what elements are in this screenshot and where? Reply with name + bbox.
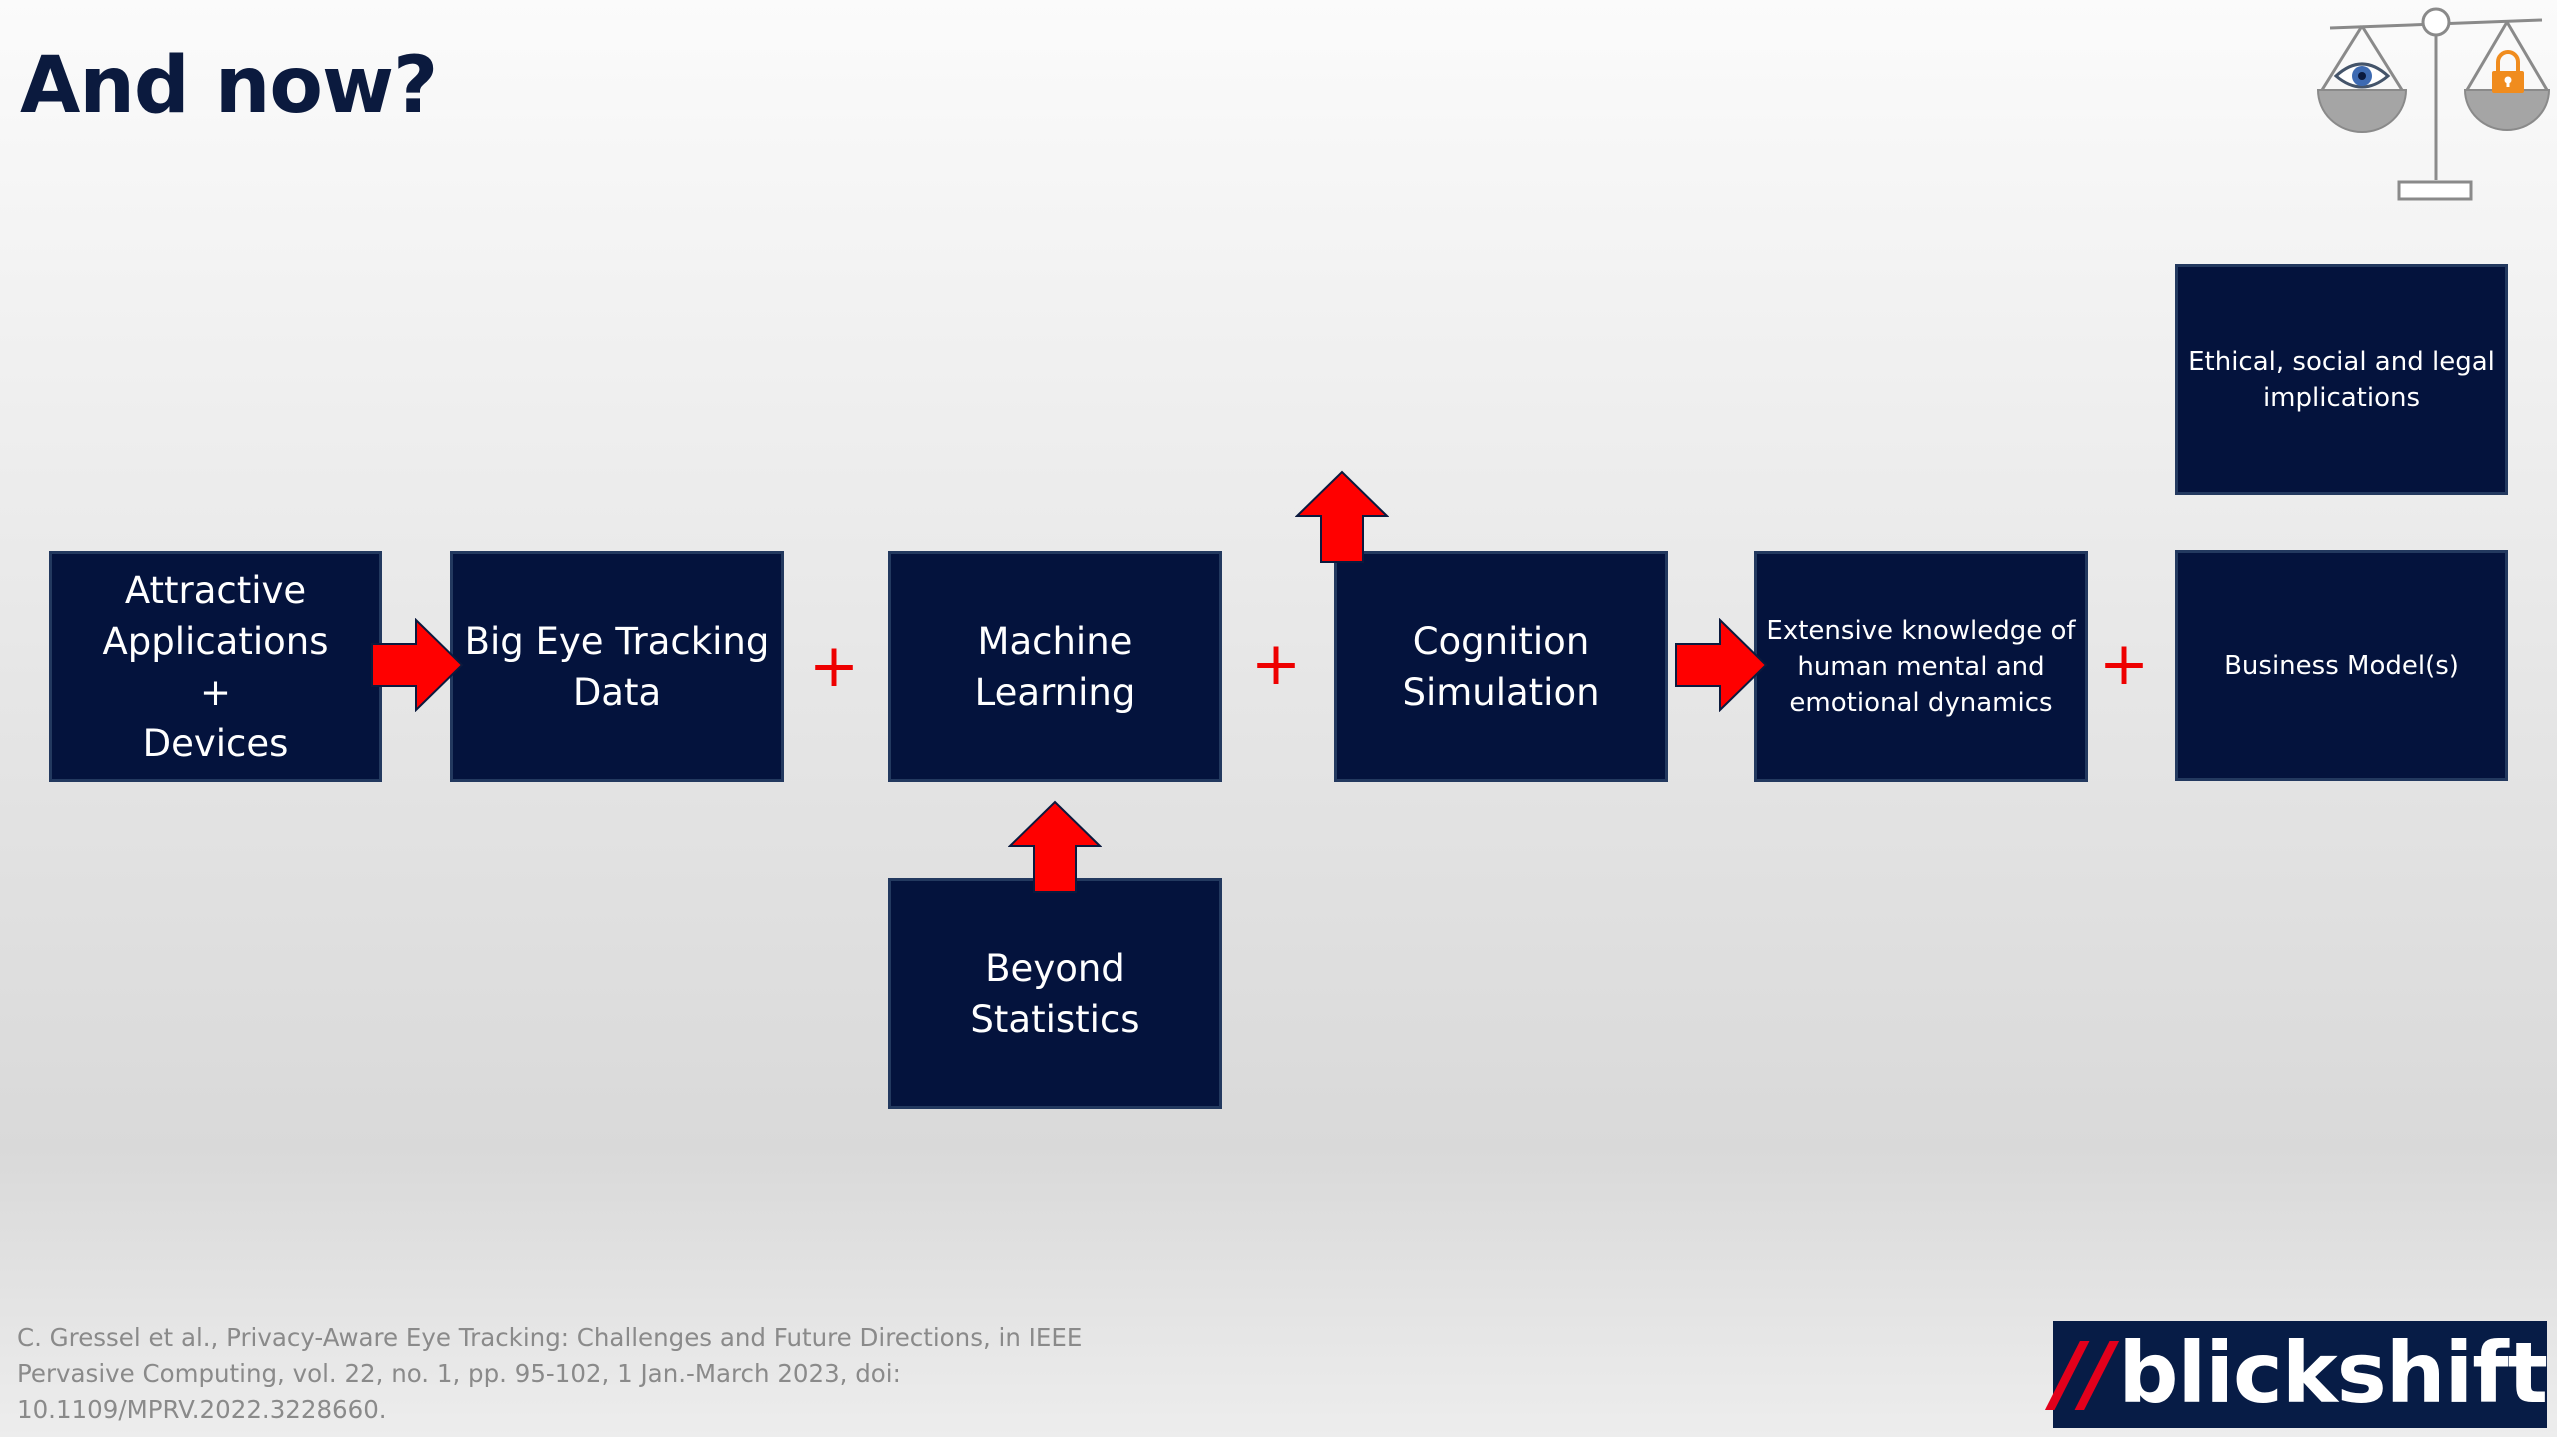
plus-operator: + xyxy=(808,631,860,701)
plus-operator: + xyxy=(1250,629,1302,699)
business-models-box: Business Model(s) xyxy=(2175,550,2508,781)
eye-icon xyxy=(2333,62,2391,89)
cognition-simulation-label: Cognition Simulation xyxy=(1402,619,1600,714)
ethical-implications-box: Ethical, social and legal implications xyxy=(2175,264,2508,495)
logo-slashes: // xyxy=(2052,1323,2113,1422)
blickshift-logo: // blickshift xyxy=(2052,1321,2548,1428)
machine-learning-box: Machine Learning xyxy=(888,551,1222,782)
cognition-simulation-box: Cognition Simulation xyxy=(1334,551,1668,782)
attractive-applications-box: Attractive Applications + Devices xyxy=(49,551,382,782)
balance-scale-icon xyxy=(2316,7,2550,201)
big-eye-tracking-data-label: Big Eye Tracking Data xyxy=(464,619,770,714)
up-arrow-icon xyxy=(1008,800,1102,893)
extensive-knowledge-box: Extensive knowledge of human mental and … xyxy=(1754,551,2088,782)
slide-title: And now? xyxy=(20,41,438,131)
attractive-applications-label: Attractive Applications + Devices xyxy=(102,568,329,765)
beyond-statistics-box: Beyond Statistics xyxy=(888,878,1222,1109)
ethical-implications-label: Ethical, social and legal implications xyxy=(2188,346,2495,413)
big-eye-tracking-data-box: Big Eye Tracking Data xyxy=(450,551,784,782)
machine-learning-label: Machine Learning xyxy=(974,619,1136,714)
up-arrow-icon xyxy=(1295,470,1389,563)
business-models-label: Business Model(s) xyxy=(2224,650,2459,681)
lock-icon xyxy=(2492,50,2524,93)
extensive-knowledge-label: Extensive knowledge of human mental and … xyxy=(1766,615,2076,718)
right-arrow-icon xyxy=(371,618,464,712)
plus-operator: + xyxy=(2098,629,2150,699)
right-arrow-icon xyxy=(1675,618,1768,712)
logo-text: blickshift xyxy=(2118,1323,2548,1422)
beyond-statistics-label: Beyond Statistics xyxy=(970,946,1140,1041)
citation-text: C. Gressel et al., Privacy-Aware Eye Tra… xyxy=(17,1323,1083,1424)
